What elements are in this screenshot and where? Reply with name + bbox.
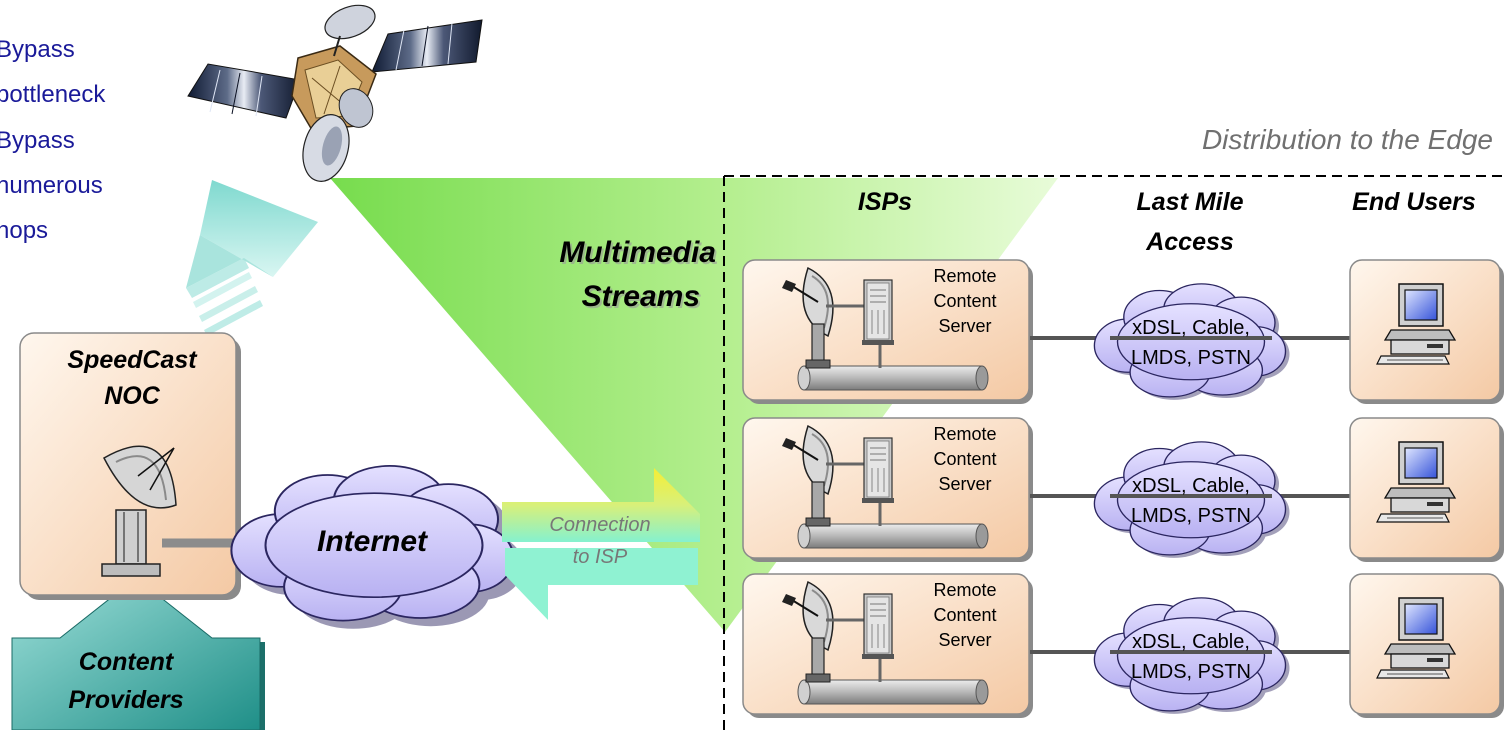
connection-label: Connection (549, 514, 650, 536)
benefit-line: hops (0, 217, 48, 244)
noc-dish-icon (101, 445, 177, 577)
access-cloud: xDSL, Cable, LMDS, PSTN (1093, 283, 1290, 400)
internet-cloud: Internet (230, 464, 524, 629)
server-label: Server (938, 316, 991, 336)
server-label: Server (938, 474, 991, 494)
server-icon (861, 437, 895, 504)
connection-arrow: Connection to ISP (502, 468, 700, 620)
server-label: Content (933, 291, 996, 311)
providers-label: Providers (68, 686, 183, 714)
multimedia-label: Multimedia Multimedia Streams Streams (559, 236, 718, 315)
providers-label: Content (79, 648, 175, 676)
edge-title: Distribution to the Edge (1202, 124, 1493, 155)
edge-boundary (723, 175, 1507, 730)
server-icon (861, 279, 895, 346)
isps-header: ISPs (858, 188, 912, 216)
content-providers-arrow: Content Providers (11, 577, 265, 730)
benefit-line: bottleneck (0, 81, 106, 108)
benefit-line: Bypass (0, 127, 75, 154)
benefit-line: Bypass (0, 36, 75, 63)
access-label: LMDS, PSTN (1131, 505, 1251, 527)
internet-label: Internet (317, 525, 429, 558)
noc-title: SpeedCast (67, 346, 198, 374)
benefits-list: Bypass bottleneck Bypass numerous hops (0, 36, 106, 244)
multimedia-title: Multimedia (559, 236, 716, 269)
satellite-icon (187, 4, 483, 182)
server-label: Remote (933, 424, 996, 444)
network-pipe-icon (797, 365, 989, 391)
access-label: LMDS, PSTN (1131, 347, 1251, 369)
benefit-line: numerous (0, 172, 103, 199)
server-icon (861, 593, 895, 660)
multimedia-shadow: Multimedia (561, 238, 718, 271)
server-label: Remote (933, 580, 996, 600)
server-label: Content (933, 605, 996, 625)
multimedia-subtitle: Streams (582, 280, 700, 313)
access-label: xDSL, Cable, (1132, 317, 1250, 339)
access-cloud: xDSL, Cable, LMDS, PSTN (1093, 597, 1290, 714)
multimedia-shadow: Streams (584, 282, 702, 315)
last-mile-header: Access (1145, 228, 1234, 256)
end-users-header: End Users (1352, 188, 1476, 216)
access-label: LMDS, PSTN (1131, 661, 1251, 683)
uplink-arrow (186, 180, 318, 336)
noc-box: SpeedCast NOC (19, 332, 241, 600)
access-cloud: xDSL, Cable, LMDS, PSTN (1093, 441, 1290, 558)
server-label: Content (933, 449, 996, 469)
column-headers: ISPs Last Mile Access End Users (858, 188, 1476, 256)
network-pipe-icon (797, 523, 989, 549)
server-label: Server (938, 630, 991, 650)
connection-label: to ISP (573, 546, 628, 568)
access-label: xDSL, Cable, (1132, 475, 1250, 497)
server-label: Remote (933, 266, 996, 286)
network-pipe-icon (797, 679, 989, 705)
access-label: xDSL, Cable, (1132, 631, 1250, 653)
last-mile-header: Last Mile (1137, 188, 1244, 216)
noc-subtitle: NOC (104, 382, 161, 410)
